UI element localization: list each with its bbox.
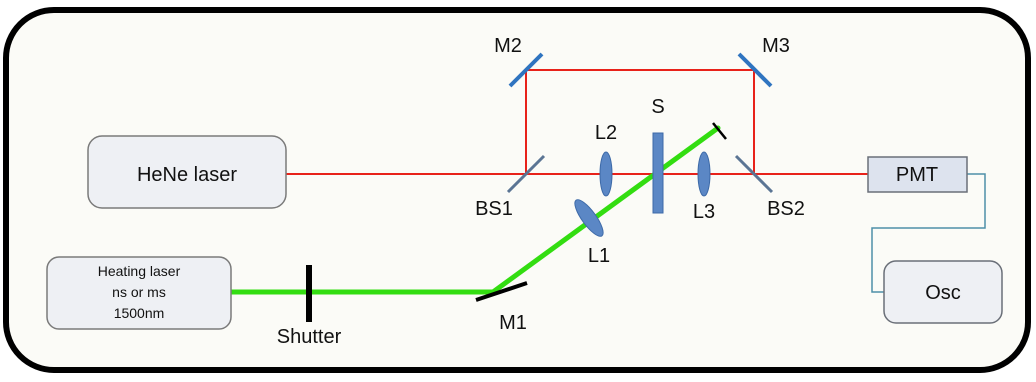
- lens-l3-label: L3: [693, 201, 715, 223]
- lens-l3: L3: [693, 151, 715, 223]
- beam-splitter-bs1-label: BS1: [475, 198, 513, 220]
- lens-l2-body: [599, 151, 613, 197]
- probe-beam-reference-arm: [525, 69, 755, 174]
- oscilloscope: Osc: [883, 260, 1003, 324]
- pmt-label: PMT: [896, 164, 938, 186]
- diagram-frame: [3, 7, 1031, 373]
- sample-s: S: [651, 96, 665, 214]
- sample-s-plate: [652, 132, 664, 214]
- mirror-m2-surface: [508, 52, 544, 88]
- mirror-m3-surface: [737, 52, 773, 88]
- lens-l2-label: L2: [595, 122, 617, 144]
- probe-beam: [286, 69, 868, 175]
- pmt-detector: PMT: [867, 156, 968, 193]
- mirror-m1-surface: [475, 281, 528, 302]
- beam-splitter-bs2-label: BS2: [767, 198, 805, 220]
- sample-s-label: S: [651, 96, 664, 118]
- mirror-m2: M2: [494, 35, 544, 88]
- heating-laser-label-line2: ns or ms: [112, 284, 166, 300]
- beam-splitter-bs2: BS2: [734, 154, 805, 220]
- heating-laser-label-line1: Heating laser: [98, 263, 181, 279]
- osc-label: Osc: [925, 282, 961, 304]
- heating-beam: [228, 125, 721, 295]
- mirror-m1-label: M1: [499, 312, 527, 334]
- beam-dump: [712, 122, 727, 140]
- heating-laser-box: [46, 256, 232, 330]
- mirror-m3-label: M3: [762, 35, 790, 57]
- hene-laser: HeNe laser: [87, 135, 287, 209]
- pmt-osc-cable: [871, 173, 986, 293]
- heating-laser-label-line3: 1500nm: [114, 305, 165, 321]
- lens-l1-body: [574, 199, 604, 237]
- lens-l1: L1: [574, 199, 610, 267]
- osc-box: [883, 260, 1003, 324]
- shutter-label: Shutter: [277, 326, 342, 348]
- lens-l1-label: L1: [588, 245, 610, 267]
- hene-laser-box: [87, 135, 287, 209]
- lens-l2: L2: [595, 122, 617, 197]
- beam-splitter-bs1-surface: [506, 154, 546, 194]
- mirror-m2-label: M2: [494, 35, 522, 57]
- pmt-box: [867, 156, 968, 193]
- mirror-m1: M1: [475, 281, 528, 334]
- heating-beam-diagonal: [490, 125, 721, 295]
- shutter: Shutter: [277, 265, 342, 348]
- beam-splitter-bs2-surface: [734, 154, 774, 194]
- hene-laser-label: HeNe laser: [137, 164, 237, 186]
- mirror-m3: M3: [737, 35, 790, 88]
- beam-splitter-bs1: BS1: [475, 154, 546, 220]
- heating-laser: Heating laser ns or ms 1500nm: [46, 256, 232, 330]
- lens-l3-body: [697, 151, 711, 197]
